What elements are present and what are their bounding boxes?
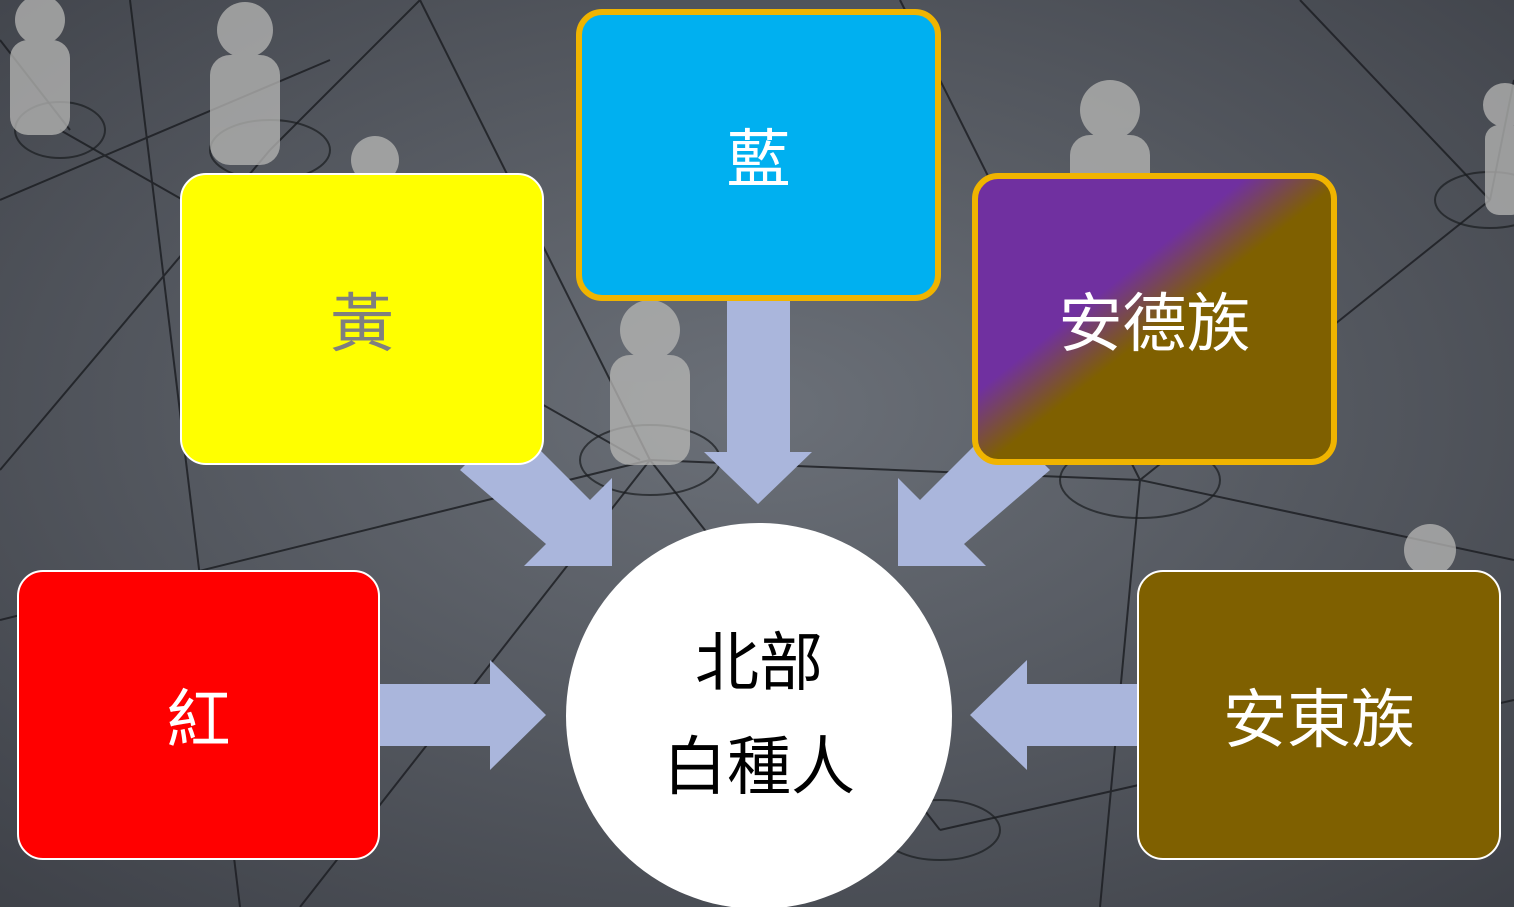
node-east: 安東族	[1137, 570, 1501, 860]
node-east-label: 安東族	[1223, 684, 1415, 758]
node-red-label: 紅	[166, 684, 231, 758]
node-red: 紅	[17, 570, 380, 860]
center-label-line2: 白種人	[663, 731, 855, 805]
center-circle: 北部 白種人	[566, 523, 952, 909]
node-andronovo-label: 安德族	[1058, 288, 1251, 362]
node-andronovo: 安德族	[972, 173, 1337, 465]
node-blue-label: 藍	[726, 124, 791, 198]
node-blue: 藍	[576, 9, 941, 301]
center-label-line1: 北部	[695, 627, 823, 701]
node-yellow-label: 黃	[330, 288, 394, 362]
node-yellow: 黃	[180, 173, 544, 465]
